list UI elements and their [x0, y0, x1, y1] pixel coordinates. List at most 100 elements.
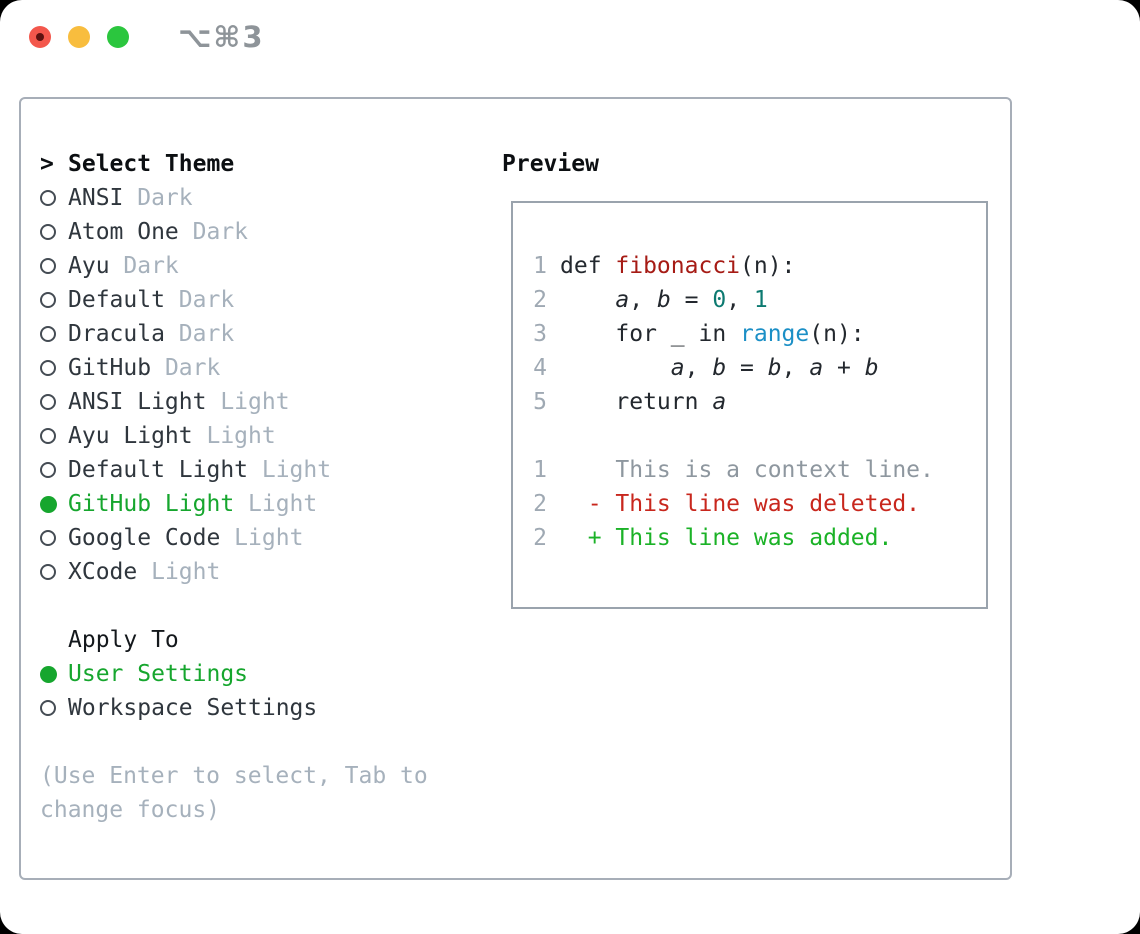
theme-variant-label: Dark [109, 253, 179, 279]
theme-option-label: XCode [68, 559, 138, 585]
theme-option-ansi-light[interactable]: ANSI Light Light [40, 385, 428, 419]
minimize-button[interactable] [68, 26, 90, 48]
theme-option-ayu-light[interactable]: Ayu Light Light [40, 419, 428, 453]
theme-variant-label: Dark [164, 287, 235, 313]
code-line: 1 def fibonacci(n): [532, 249, 986, 283]
theme-option-label: Ayu Light [68, 423, 193, 449]
radio-unselected-icon [40, 462, 68, 478]
code-token-plain: = [670, 287, 713, 313]
code-token-var: b [712, 355, 727, 381]
radio-unselected-icon [40, 564, 68, 580]
theme-option-google-code[interactable]: Google Code Light [40, 521, 428, 555]
code-token-plain: (n): [809, 321, 865, 347]
theme-variant-label: Light [220, 525, 304, 551]
theme-option-github[interactable]: GitHub Dark [40, 351, 428, 385]
window-title: ⌥⌘3 [178, 20, 265, 54]
line-number: 1 [533, 457, 547, 483]
radio-unselected-icon [40, 428, 68, 444]
code-token-var: a [809, 355, 824, 381]
line-number: 2 [533, 525, 547, 551]
radio-unselected-icon [40, 360, 68, 376]
theme-option-label: GitHub [68, 355, 152, 381]
code-token-var: b [656, 287, 671, 313]
code-token-num: 1 [753, 287, 768, 313]
close-button[interactable] [29, 26, 51, 48]
code-token-plain: def [560, 253, 616, 279]
filled-circle-icon [40, 495, 57, 513]
radio-unselected-icon [40, 292, 68, 308]
spacer [40, 725, 428, 759]
apply-to-title: Apply To [68, 627, 179, 653]
diff-line: 2 - This line was deleted. [532, 487, 986, 521]
spacer [40, 589, 428, 623]
theme-option-atom-one[interactable]: Atom One Dark [40, 215, 428, 249]
code-token-plain: (n): [740, 253, 796, 279]
radio-unselected-icon [40, 394, 68, 410]
code-token-func: fibonacci [615, 253, 741, 279]
code-token-plain: = [726, 355, 768, 381]
radio-unselected-icon [40, 700, 68, 716]
theme-option-xcode[interactable]: XCode Light [40, 555, 428, 589]
code-line: 4 a, b = b, a + b [532, 351, 986, 385]
diff-line: 2 + This line was added. [532, 521, 986, 555]
line-number: 2 [533, 491, 547, 517]
theme-option-default[interactable]: Default Dark [40, 283, 428, 317]
line-number: 1 [533, 253, 547, 279]
theme-option-label: Ayu [68, 253, 110, 279]
theme-variant-label: Dark [123, 185, 193, 211]
radio-selected-icon [40, 665, 68, 683]
code-token-var: a [670, 355, 685, 381]
code-token-var: a [615, 287, 630, 313]
theme-option-label: Google Code [68, 525, 221, 551]
theme-option-label: ANSI Light [68, 389, 207, 415]
theme-option-label: GitHub Light [68, 491, 235, 517]
theme-option-label: Default Light [68, 457, 249, 483]
radio-unselected-icon [40, 190, 68, 206]
code-token-var: b [767, 355, 782, 381]
code-line: 5 return a [532, 385, 986, 419]
diff-line: 1 This is a context line. [532, 453, 986, 487]
theme-option-ansi[interactable]: ANSI Dark [40, 181, 428, 215]
line-number: 2 [533, 287, 547, 313]
radio-unselected-icon [40, 326, 68, 342]
theme-variant-label: Light [137, 559, 221, 585]
theme-option-github-light[interactable]: GitHub Light Light [40, 487, 428, 521]
theme-option-dracula[interactable]: Dracula Dark [40, 317, 428, 351]
apply-option-workspace-settings[interactable]: Workspace Settings [40, 691, 428, 725]
circle-outline-icon [40, 462, 56, 478]
theme-variant-label: Light [206, 389, 290, 415]
theme-variant-label: Light [248, 457, 332, 483]
zoom-button[interactable] [107, 26, 129, 48]
code-token-plain [560, 355, 671, 381]
code-token-plain: return [560, 389, 713, 415]
theme-variant-label: Dark [178, 219, 249, 245]
circle-outline-icon [40, 292, 56, 308]
select-theme-header: > Select Theme [40, 147, 428, 181]
line-number: 5 [533, 389, 547, 415]
radio-unselected-icon [40, 530, 68, 546]
spacer [532, 419, 986, 453]
theme-variant-label: Light [192, 423, 276, 449]
code-token-context: This is a context line. [560, 457, 934, 483]
theme-variant-label: Dark [151, 355, 221, 381]
titlebar: ⌥⌘3 [29, 20, 265, 54]
code-token-del: - This line was deleted. [560, 491, 921, 517]
circle-outline-icon [40, 360, 56, 376]
theme-option-default-light[interactable]: Default Light Light [40, 453, 428, 487]
theme-variant-label: Dark [164, 321, 235, 347]
theme-option-ayu[interactable]: Ayu Dark [40, 249, 428, 283]
circle-outline-icon [40, 190, 56, 206]
apply-option-user-settings[interactable]: User Settings [40, 657, 428, 691]
code-token-plain: , [629, 287, 657, 313]
code-token-builtin: range [740, 321, 810, 347]
apply-option-label: Workspace Settings [68, 695, 318, 721]
circle-outline-icon [40, 224, 56, 240]
code-line: 2 a, b = 0, 1 [532, 283, 986, 317]
radio-unselected-icon [40, 224, 68, 240]
circle-outline-icon [40, 564, 56, 580]
